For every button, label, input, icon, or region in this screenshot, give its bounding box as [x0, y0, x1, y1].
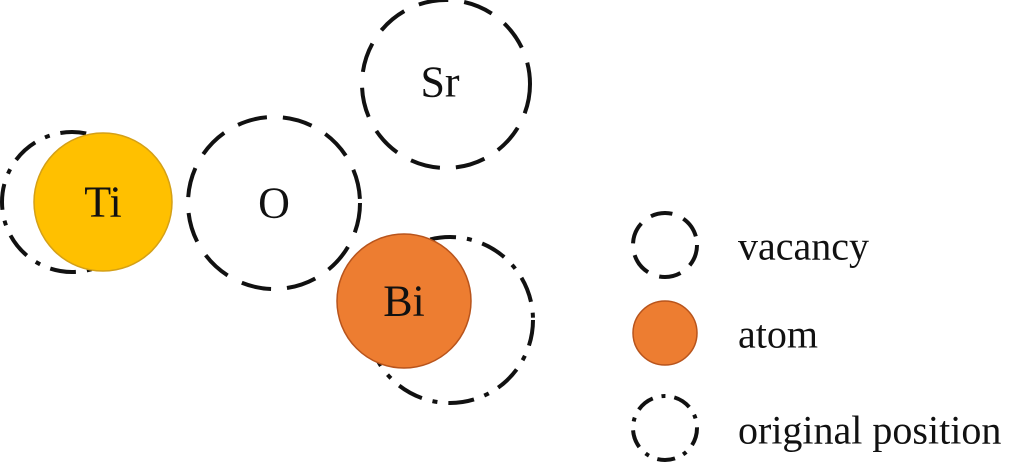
legend-original-position-label: original position [738, 408, 1001, 453]
ti-atom [33, 132, 173, 272]
legend: vacancy atom original position [631, 211, 1001, 462]
legend-atom-label: atom [738, 312, 818, 357]
legend-vacancy-icon [631, 211, 699, 279]
sr-label: Sr [420, 58, 459, 107]
ti-label: Ti [84, 178, 122, 227]
bi-original-position [365, 235, 535, 405]
bi-atom [336, 233, 472, 369]
o-label: O [258, 179, 290, 228]
legend-vacancy-label: vacancy [738, 224, 869, 269]
legend-atom-icon [632, 300, 698, 366]
sr-vacancy [360, 0, 532, 170]
o-vacancy [186, 115, 362, 291]
bi-label: Bi [383, 277, 425, 326]
legend-original-position-icon [631, 394, 699, 462]
